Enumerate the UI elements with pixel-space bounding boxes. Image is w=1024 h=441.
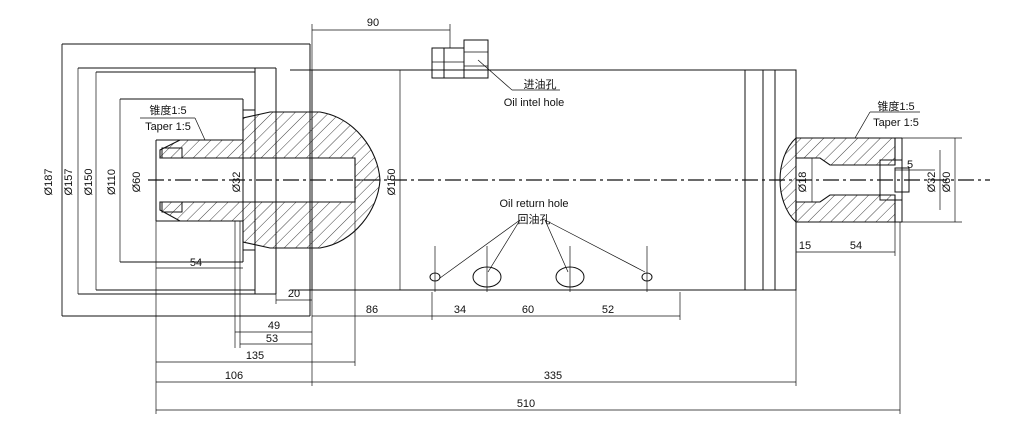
dim-54-right: 54 <box>850 240 862 252</box>
dim-15: 15 <box>799 240 811 252</box>
dim-49: 49 <box>268 320 280 332</box>
dim-d157: Ø157 <box>63 169 75 196</box>
dim-135: 135 <box>246 350 264 362</box>
dim-d32-right: Ø32 <box>926 172 938 193</box>
dim-54-left: 54 <box>190 257 202 269</box>
dim-335: 335 <box>544 370 562 382</box>
note-return-en: Oil return hole <box>499 198 568 210</box>
dim-d150-body: Ø150 <box>386 169 398 196</box>
dimension-labels: Ø187 Ø157 Ø150 Ø110 Ø60 Ø32 Ø150 Ø18 Ø32… <box>43 17 953 410</box>
note-taper-right-cn: 锥度1:5 <box>877 99 914 113</box>
oil-return-holes <box>429 246 653 292</box>
dim-5: 5 <box>907 159 913 171</box>
dim-60: 60 <box>522 304 534 316</box>
dim-d60-left: Ø60 <box>131 172 143 193</box>
note-taper-left-cn: 锥度1:5 <box>149 103 186 117</box>
notes: 进油孔 Oil intel hole Oil return hole 回油孔 锥… <box>145 77 919 226</box>
dim-20: 20 <box>288 288 300 300</box>
leader-lines <box>140 59 920 279</box>
note-return-cn: 回油孔 <box>518 212 551 226</box>
dim-53: 53 <box>266 333 278 345</box>
oil-inlet-fitting <box>431 39 489 79</box>
dim-d187: Ø187 <box>43 169 55 196</box>
note-inlet-en: Oil intel hole <box>504 97 565 109</box>
left-shaft-section <box>159 111 381 249</box>
note-inlet-cn: 进油孔 <box>524 77 557 91</box>
dim-d150-left: Ø150 <box>83 169 95 196</box>
dim-d60-right: Ø60 <box>941 172 953 193</box>
dim-d32-left: Ø32 <box>231 172 243 193</box>
right-shaft-section <box>779 136 910 224</box>
note-taper-left-en: Taper 1:5 <box>145 121 191 133</box>
dim-d18: Ø18 <box>797 172 809 193</box>
dim-34: 34 <box>454 304 466 316</box>
dim-90: 90 <box>367 17 379 29</box>
dim-86: 86 <box>366 304 378 316</box>
dim-d110: Ø110 <box>106 169 118 195</box>
dim-52: 52 <box>602 304 614 316</box>
dim-510: 510 <box>517 398 535 410</box>
dimension-lines <box>61 24 962 414</box>
dim-106: 106 <box>225 370 243 382</box>
note-taper-right-en: Taper 1:5 <box>873 117 919 129</box>
